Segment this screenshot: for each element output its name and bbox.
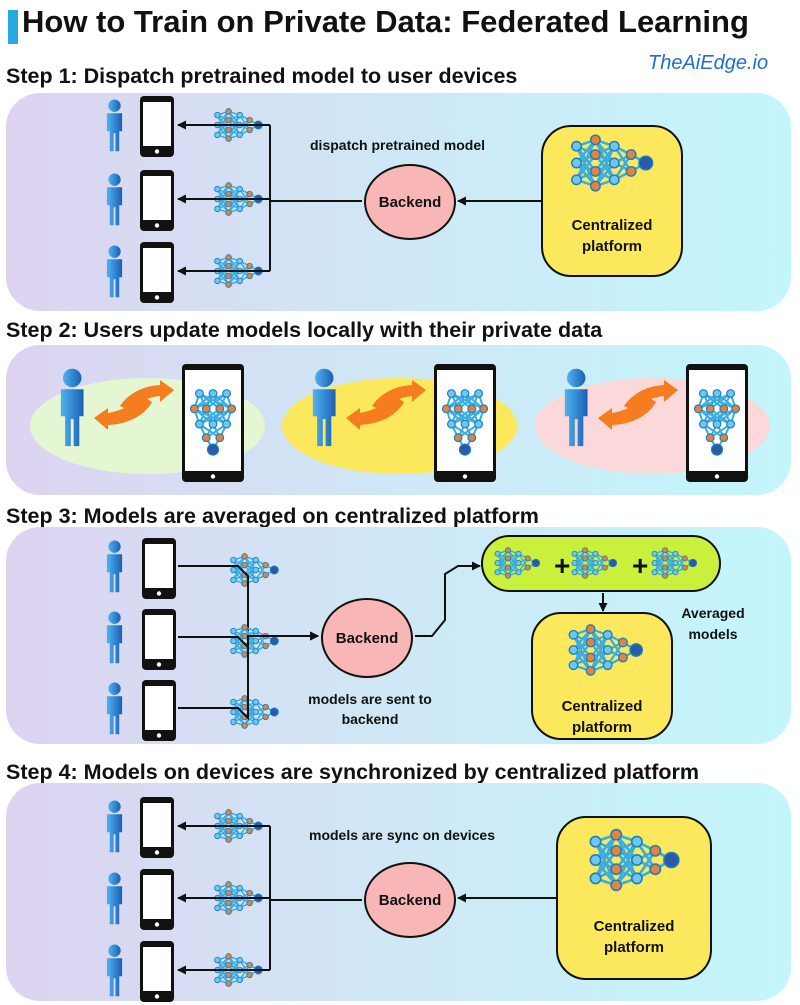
page-title: How to Train on Private Data: Federated … <box>22 4 749 39</box>
step4-platform-label: Centralized platform <box>593 918 675 956</box>
plus-sign-2: + <box>632 550 649 581</box>
title-accent-bar <box>8 10 18 44</box>
step4-backend: Backend <box>364 862 456 938</box>
client-model-2-icon <box>571 547 618 579</box>
plus-sign-1: + <box>554 550 571 581</box>
user-icon <box>564 368 588 447</box>
user-icon <box>106 611 123 664</box>
device-phone-icon <box>140 170 174 231</box>
averaged-models-label: Averaged models <box>681 605 745 642</box>
local-model-icon <box>693 389 741 456</box>
device-phone-icon <box>142 680 176 741</box>
device-phone-icon <box>140 941 174 1002</box>
upload-arrow <box>178 565 319 641</box>
user-icon <box>106 245 123 298</box>
device-phone-icon <box>142 538 176 599</box>
device-model-icon <box>230 695 279 729</box>
user-icon <box>106 173 123 226</box>
user-icon <box>106 540 123 593</box>
step1-platform-label: Centralized platform <box>571 217 653 255</box>
user-icon <box>106 800 123 853</box>
device-phone-icon <box>140 96 174 157</box>
user-icon <box>106 944 123 997</box>
device-phone-icon <box>140 242 174 303</box>
sync-arrows-icon <box>598 380 678 430</box>
user-icon <box>312 368 336 447</box>
step3-heading: Step 3: Models are averaged on centraliz… <box>6 504 539 528</box>
local-model-icon <box>441 389 489 456</box>
step4-backend-label: Backend <box>378 891 442 909</box>
user-icon <box>106 99 123 152</box>
step4-caption: models are sync on devices <box>309 827 495 843</box>
device-phone-icon <box>142 609 176 670</box>
step3-backend: Backend <box>321 598 413 678</box>
user-icon <box>106 682 123 735</box>
averaged-model-icon <box>568 624 644 676</box>
user-icon <box>60 368 84 447</box>
step4-heading: Step 4: Models on devices are synchroniz… <box>6 760 699 784</box>
client-model-3-icon <box>651 547 698 579</box>
platform-model-icon <box>589 828 680 892</box>
device-model-icon <box>230 553 279 587</box>
step1-heading: Step 1: Dispatch pretrained model to use… <box>6 64 518 88</box>
sync-arrows-icon <box>94 380 174 430</box>
step2-heading: Step 2: Users update models locally with… <box>6 318 603 342</box>
device-phone-icon <box>140 869 174 930</box>
platform-model-icon <box>571 134 654 192</box>
sync-arrows-icon <box>346 380 426 430</box>
step3-backend-label: Backend <box>335 629 399 647</box>
device-model-icon <box>230 624 279 658</box>
step1-backend: Backend <box>364 164 456 240</box>
step3-caption: models are sent to backend <box>308 691 432 727</box>
user-icon <box>106 872 123 925</box>
brand-watermark: TheAiEdge.io <box>648 52 769 74</box>
backend-to-average-arrow <box>415 561 481 637</box>
device-phone-icon <box>140 797 174 858</box>
device-model-icon <box>214 182 263 216</box>
synced-model-icon <box>214 809 263 843</box>
local-model-icon <box>189 389 237 456</box>
client-model-1-icon <box>494 547 541 579</box>
step1-backend-label: Backend <box>378 193 442 211</box>
step1-caption: dispatch pretrained model <box>310 137 486 153</box>
upload-arrow <box>178 631 319 721</box>
step3-platform-label: Centralized platform <box>561 698 643 736</box>
device-model-icon <box>214 254 263 288</box>
